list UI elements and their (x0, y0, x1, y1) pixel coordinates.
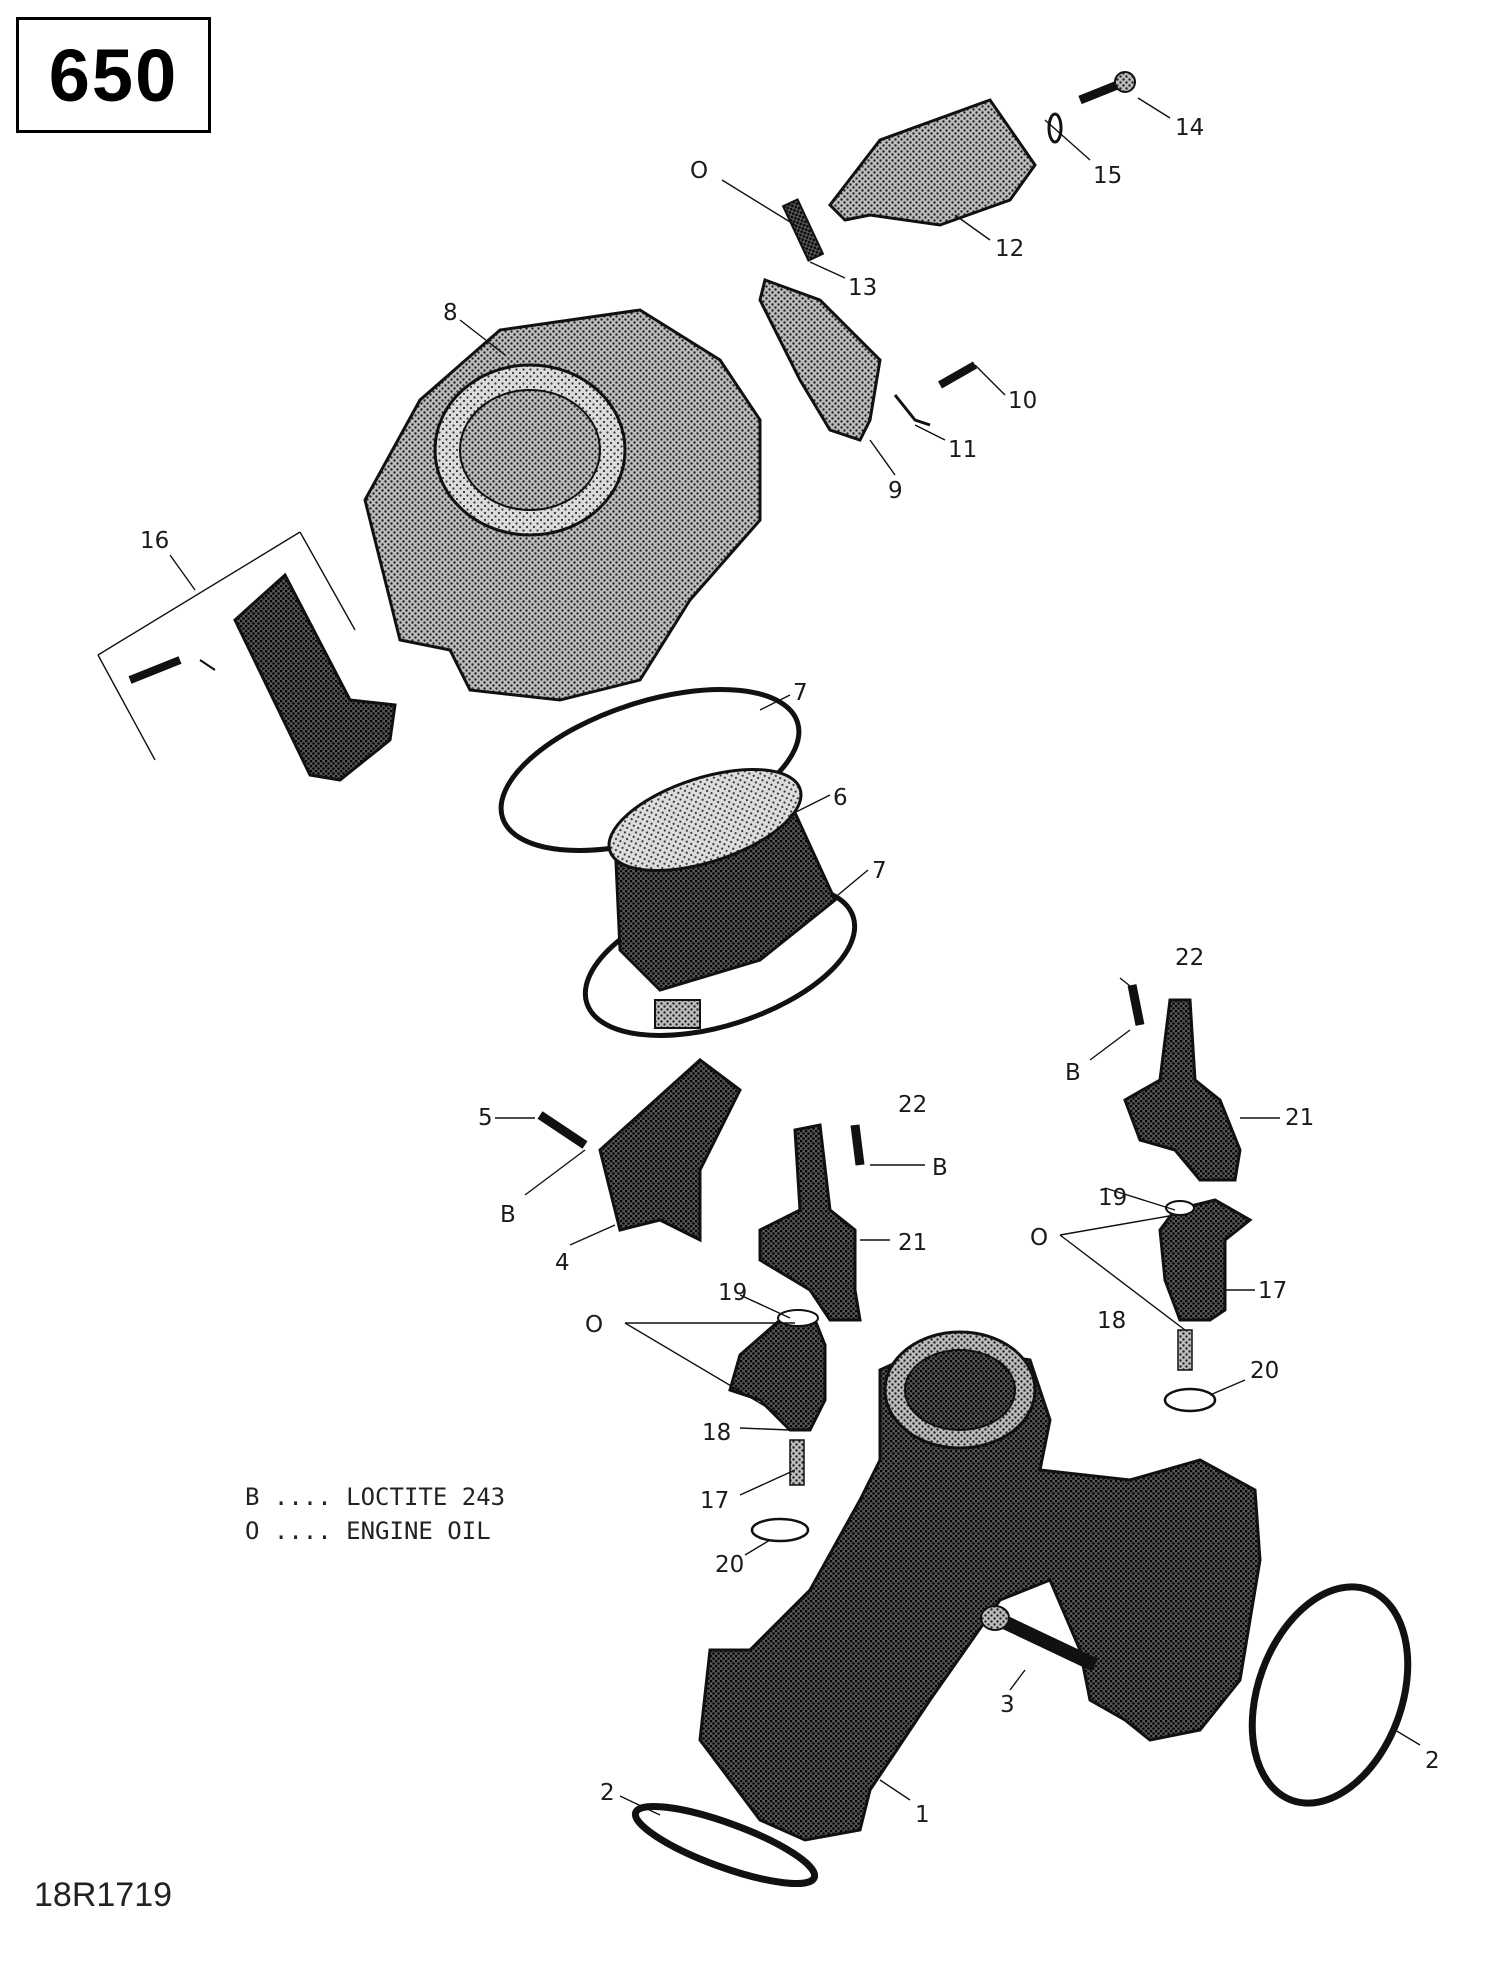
callout-18-right: 18 (1097, 1308, 1126, 1334)
part-2-seal-right (1248, 1583, 1412, 1807)
part-8-throttle-body (363, 308, 762, 702)
part-17-injector-right (1158, 1198, 1253, 1371)
callout-15: 15 (1093, 163, 1122, 189)
part-12-sensor (828, 98, 1037, 227)
symbol-oil-19-right: O (1030, 1225, 1048, 1251)
callout-7-upper: 7 (793, 680, 808, 706)
symbol-loctite-5: B (500, 1202, 516, 1228)
part-4-sensor (598, 1058, 742, 1243)
model-badge: 650 (16, 17, 211, 133)
callout-22-left: 22 (898, 1092, 927, 1118)
callout-14: 14 (1175, 115, 1204, 141)
callout-20-right: 20 (1250, 1358, 1279, 1384)
callout-20-left: 20 (715, 1552, 744, 1578)
legend-loctite: B .... LOCTITE 243 (245, 1483, 506, 1511)
callout-3: 3 (1000, 1692, 1015, 1718)
part-21-fuel-rail-right (1123, 998, 1242, 1182)
part-22-screw-left (850, 1124, 865, 1166)
part-10-screw (938, 361, 977, 389)
part-22-screw-right (1127, 984, 1145, 1026)
callout-9: 9 (888, 478, 903, 504)
callout-10: 10 (1008, 388, 1037, 414)
callout-19-right: 19 (1098, 1185, 1127, 1211)
callout-12: 12 (995, 236, 1024, 262)
callout-21-right: 21 (1285, 1105, 1314, 1131)
callout-18-left: 18 (702, 1420, 731, 1446)
callout-1: 1 (915, 1802, 930, 1828)
part-9-sensor (758, 278, 882, 442)
symbol-oil-19-left: O (585, 1312, 603, 1338)
callout-5: 5 (478, 1105, 493, 1131)
part-15-washer (1047, 112, 1063, 144)
callout-6: 6 (833, 785, 848, 811)
callout-13: 13 (848, 275, 877, 301)
symbol-oil-13: O (690, 158, 708, 184)
part-16-kit (97, 531, 397, 782)
part-11-washer (893, 394, 931, 427)
part-1-intake-manifold (698, 1330, 1262, 1842)
callout-11: 11 (948, 437, 977, 463)
callout-2-bottom: 2 (600, 1780, 615, 1806)
callout-numbers: 14 15 12 13 10 11 9 8 16 7 6 7 5 4 22 21… (140, 115, 1440, 1828)
legend-engine-oil: O .... ENGINE OIL (245, 1517, 491, 1545)
legend: B .... LOCTITE 243 O .... ENGINE OIL (245, 1480, 505, 1548)
leader-lines (169, 97, 1421, 1816)
callout-22-right: 22 (1175, 945, 1204, 971)
part-3-screw (980, 1605, 1098, 1672)
symbol-loctite-22-right: B (1065, 1060, 1081, 1086)
callout-16: 16 (140, 528, 169, 554)
callout-4: 4 (555, 1250, 570, 1276)
figure-id: 18R1719 (34, 1876, 173, 1914)
part-18-injector-left (728, 1309, 827, 1486)
callout-8: 8 (443, 300, 458, 326)
part-21-fuel-rail-left (758, 1123, 862, 1322)
callout-7-lower: 7 (872, 858, 887, 884)
model-badge-text: 650 (48, 33, 179, 117)
callout-19-left: 19 (718, 1280, 747, 1306)
part-20-o-ring-right (1163, 1387, 1217, 1413)
application-symbols: O B B B O O (500, 158, 1081, 1338)
part-5-screw (537, 1111, 588, 1149)
symbol-loctite-22-left: B (932, 1155, 948, 1181)
part-14-screw (1078, 71, 1136, 105)
part-13-o-ring (781, 198, 825, 262)
callout-17-left: 17 (700, 1488, 729, 1514)
callout-2-right: 2 (1425, 1748, 1440, 1774)
part-20-o-ring-left (750, 1517, 810, 1543)
callout-17-right: 17 (1258, 1278, 1287, 1304)
part-6-adaptor (607, 767, 837, 992)
part-2-seal-bottom (631, 1802, 819, 1888)
callout-21-left: 21 (898, 1230, 927, 1256)
